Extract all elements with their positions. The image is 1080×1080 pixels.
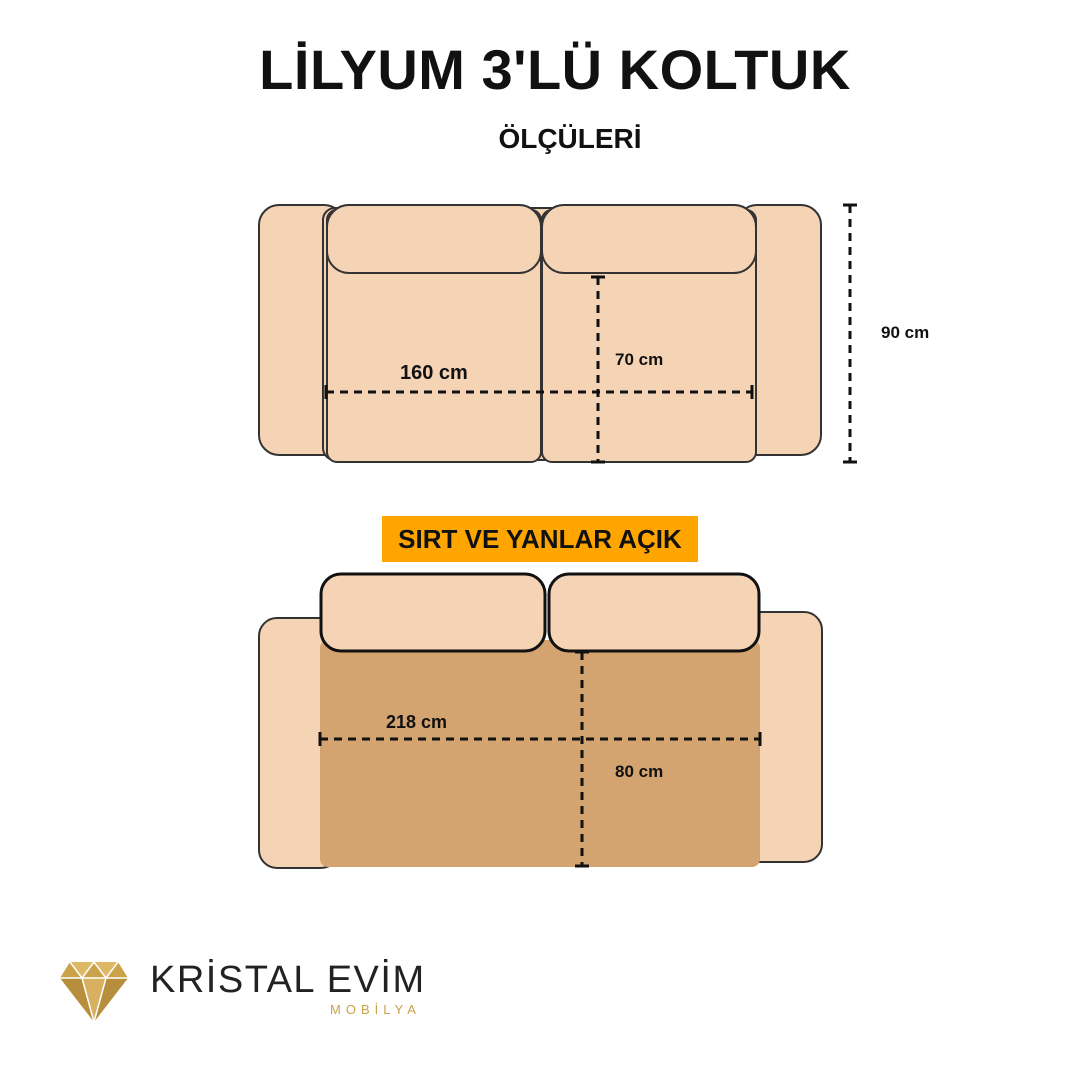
brand-sub: MOBİLYA (330, 1002, 421, 1017)
diamond-icon (60, 960, 128, 1024)
open-back-cushion-left (319, 572, 547, 653)
open-back-cushion-right (547, 572, 761, 653)
back-cushion-right (541, 204, 757, 274)
page-subtitle: ÖLÇÜLERİ (498, 123, 642, 154)
seat-depth-label: 70 cm (615, 350, 664, 369)
open-state-badge: SIRT VE YANLAR AÇIK (382, 516, 698, 562)
seat-width-label: 160 cm (400, 362, 468, 384)
open-bed-surface (320, 640, 760, 867)
open-depth-label: 80 cm (615, 762, 664, 781)
page-title: LİLYUM 3'LÜ KOLTUK (259, 38, 851, 101)
brand-name: KRİSTAL EVİM (150, 959, 426, 1001)
sofa-open-view (258, 572, 823, 869)
total-depth-label: 90 cm (881, 323, 930, 342)
sofa-closed-view (258, 204, 822, 463)
open-width-label: 218 cm (386, 712, 448, 732)
brand-logo: KRİSTAL EVİM MOBİLYA (58, 958, 478, 1028)
closed-dimension-lines (324, 203, 857, 464)
open-dimension-lines (318, 650, 762, 868)
back-cushion-left (326, 204, 542, 274)
